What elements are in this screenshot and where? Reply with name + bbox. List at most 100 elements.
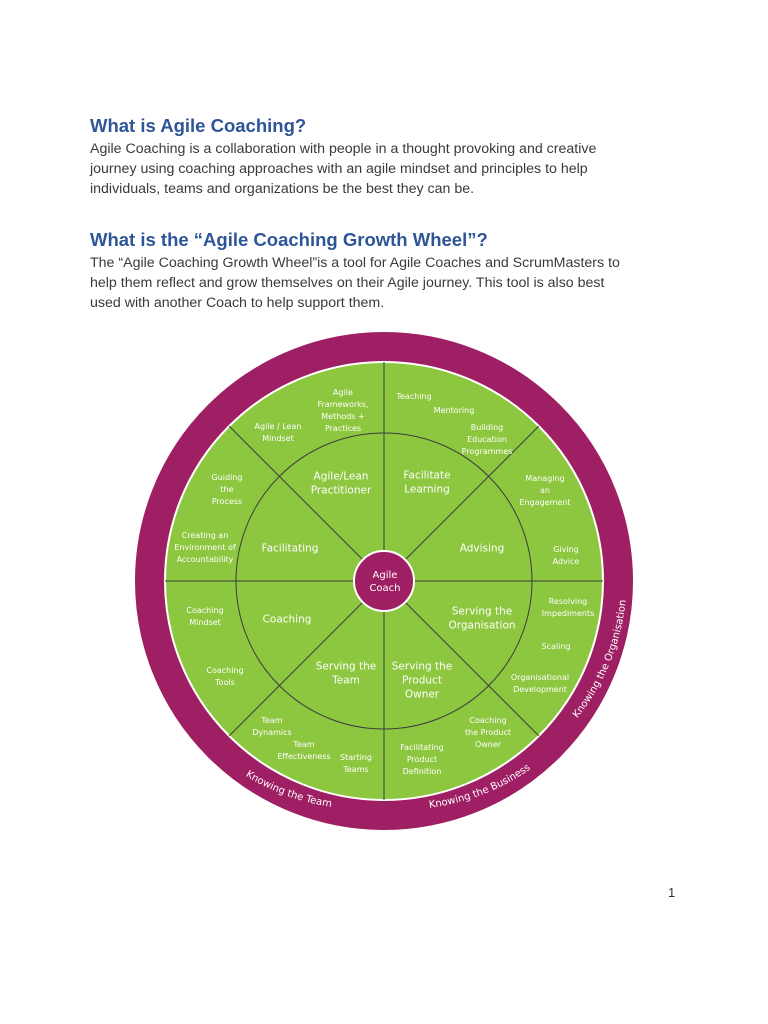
outer-label-creating-environment-line: Accountability [177, 555, 234, 564]
middle-label-agile-lean-practitioner-line: Agile/Lean [314, 471, 369, 483]
middle-label-serving-the-product-owner-line: Serving the [392, 661, 452, 673]
outer-label-building-education-line: Programmes [462, 447, 513, 456]
page-number: 1 [668, 885, 676, 900]
segment-divider [228, 601, 364, 737]
paragraph-line: help them reflect and grow themselves on… [90, 274, 605, 291]
segment-divider [404, 425, 540, 561]
outer-label-coaching-tools-line: Tools [214, 678, 235, 687]
ring-label-knowing-yourself-text: Knowing Yourself [342, 320, 430, 335]
middle-label-coaching-line: Coaching [263, 614, 312, 626]
middle-label-serving-the-organisation-line: Serving the [452, 606, 512, 618]
outer-label-team-dynamics-line: Dynamics [252, 728, 291, 737]
paragraph-line: individuals, teams and organizations be … [90, 180, 475, 197]
outer-label-organisational-development-line: Development [513, 685, 567, 694]
outer-label-managing-engagement-line: an [540, 486, 550, 495]
segment-divider [404, 601, 540, 737]
outer-label-building-education-line: Building [471, 423, 503, 432]
outer-label-guiding-process-line: Guiding [212, 473, 243, 482]
outer-label-creating-environment: Creating an Environment of Accountability [174, 531, 236, 564]
outer-label-agile-lean-mindset-line: Agile / Lean [255, 422, 302, 431]
outer-label-agile-frameworks-line: Frameworks, [318, 400, 369, 409]
outer-label-giving-advice-line: Giving [553, 545, 579, 554]
ring-label-knowing-yourself: Knowing Yourself [342, 320, 430, 335]
paragraph-growth-wheel-description: The “Agile Coaching Growth Wheel”is a to… [90, 254, 680, 313]
outer-label-agile-frameworks-line: Agile [333, 388, 353, 397]
middle-label-serving-the-product-owner-line: Owner [405, 689, 440, 701]
outer-label-starting-teams-line: Starting [340, 753, 372, 762]
outer-label-giving-advice-line: Advice [553, 557, 580, 566]
outer-label-team-effectiveness-line: Effectiveness [277, 752, 330, 761]
center-label-line: Agile [373, 570, 398, 581]
outer-label-coaching-product-owner-line: Owner [475, 740, 502, 749]
segment-divider [228, 425, 364, 561]
middle-label-facilitating-line: Facilitating [262, 543, 319, 555]
outer-label-scaling: Scaling [542, 642, 571, 651]
outer-label-agile-frameworks-line: Practices [325, 424, 361, 433]
middle-label-coaching: Coaching [263, 614, 312, 626]
paragraph-line: Agile Coaching is a collaboration with p… [90, 141, 597, 157]
paragraph-line: journey using coaching approaches with a… [90, 160, 588, 177]
outer-label-guiding-process-line: the [220, 485, 233, 494]
outer-label-creating-environment-line: Creating an [182, 531, 229, 540]
paragraph-line: The “Agile Coaching Growth Wheel”is a to… [90, 255, 620, 271]
center-label-line: Coach [369, 583, 400, 594]
middle-label-serving-the-team-line: Team [331, 675, 360, 687]
outer-label-coaching-mindset-line: Mindset [189, 618, 221, 627]
outer-label-mentoring: Mentoring [434, 406, 475, 415]
outer-label-starting-teams-line: Teams [342, 765, 368, 774]
outer-label-coaching-product-owner-line: the Product [465, 728, 511, 737]
heading-growth-wheel: What is the “Agile Coaching Growth Wheel… [90, 229, 488, 250]
outer-label-building-education-line: Education [467, 435, 507, 444]
outer-label-facilitating-product-definition-line: Product [407, 755, 437, 764]
segment-dividers [165, 362, 603, 800]
outer-label-managing-engagement-line: Engagement [519, 498, 570, 507]
outer-label-facilitating-product-definition-line: Facilitating [400, 743, 443, 752]
paragraph-line: used with another Coach to help support … [90, 294, 385, 311]
outer-label-scaling-line: Scaling [542, 642, 571, 651]
outer-label-coaching-product-owner-line: Coaching [469, 716, 506, 725]
middle-label-serving-the-team-line: Serving the [316, 661, 376, 673]
heading-what-is-agile-coaching: What is Agile Coaching? [90, 115, 307, 136]
outer-label-agile-lean-mindset-line: Mindset [262, 434, 294, 443]
middle-label-facilitate-learning-line: Learning [404, 484, 450, 496]
outer-label-team-dynamics-line: Team [260, 716, 282, 725]
outer-label-facilitating-product-definition-line: Definition [403, 767, 442, 776]
middle-label-facilitating: Facilitating [262, 543, 319, 555]
outer-label-coaching-mindset-line: Coaching [186, 606, 223, 615]
middle-label-serving-the-product-owner-line: Product [402, 675, 442, 687]
outer-label-team-effectiveness-line: Team [292, 740, 314, 749]
center-hub [353, 550, 415, 612]
outer-label-guiding-process-line: Process [212, 497, 242, 506]
outer-label-resolving-impediments-line: Resolving [549, 597, 588, 606]
outer-label-creating-environment-line: Environment of [174, 543, 236, 552]
middle-label-agile-lean-practitioner-line: Practitioner [311, 485, 372, 497]
middle-label-advising-line: Advising [460, 543, 505, 555]
outer-label-coaching-tools-line: Coaching [206, 666, 243, 675]
outer-label-resolving-impediments-line: Impediments [542, 609, 595, 618]
outer-label-agile-frameworks-line: Methods + [321, 412, 364, 421]
outer-label-organisational-development-line: Organisational [511, 673, 569, 682]
middle-label-advising: Advising [460, 543, 505, 555]
middle-label-serving-the-organisation-line: Organisation [448, 620, 515, 632]
